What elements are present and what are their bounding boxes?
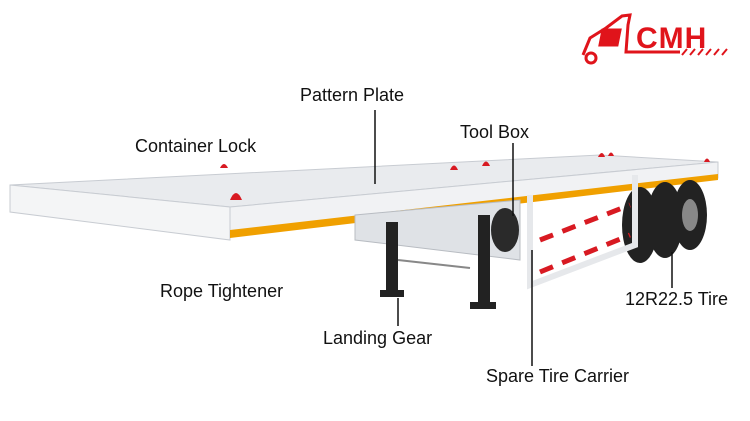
- landing-gear: [380, 215, 496, 309]
- spare-tire-carrier: [527, 175, 638, 290]
- tires: [491, 180, 707, 263]
- label-landing-gear: Landing Gear: [323, 328, 433, 348]
- label-tire: 12R22.5 Tire: [625, 289, 729, 309]
- label-rope-tightener: Rope Tightener: [160, 281, 284, 301]
- label-container-lock: Container Lock: [135, 136, 257, 156]
- label-pattern-plate: Pattern Plate: [300, 85, 405, 105]
- deck-front-face: [9, 184, 231, 241]
- container-lock-icons: [220, 152, 710, 200]
- leader-lines: [374, 110, 673, 366]
- cmh-logo-truck-icon: [581, 13, 728, 65]
- label-spare-tire-carrier: Spare Tire Carrier: [486, 366, 630, 386]
- label-tool-box: Tool Box: [460, 122, 530, 142]
- cmh-logo: CMH: [636, 22, 708, 55]
